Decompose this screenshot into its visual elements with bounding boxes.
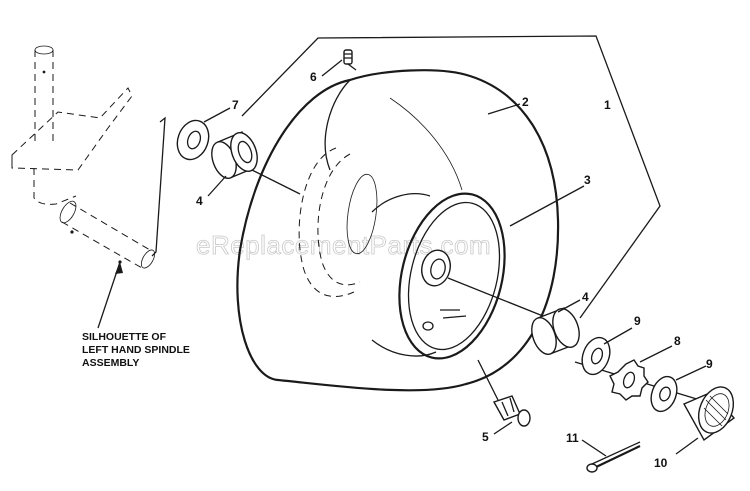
callout-9-top: 9 <box>634 314 641 328</box>
washer-right-2 <box>650 375 678 413</box>
callout-5: 5 <box>482 430 489 444</box>
bearing-left <box>211 131 258 179</box>
bearing-right <box>531 307 580 355</box>
axle-line-right <box>447 277 549 319</box>
callout-1: 1 <box>604 98 611 112</box>
callout-3: 3 <box>584 173 591 187</box>
washer-left <box>176 119 210 161</box>
leader-lines <box>203 59 707 457</box>
cotter-pin <box>586 441 641 473</box>
wheel-rim <box>371 192 506 360</box>
caption-line-2: LEFT HAND SPINDLE <box>82 344 190 356</box>
callout-9-bottom: 9 <box>706 357 713 371</box>
assembly-frame <box>241 35 661 319</box>
valve-top <box>343 49 357 71</box>
caption-line-1: SILHOUETTE OF <box>82 331 167 343</box>
callout-4-top: 4 <box>196 194 203 208</box>
rim-back <box>298 147 378 298</box>
callout-6: 6 <box>310 70 317 84</box>
valve-stem <box>477 359 531 427</box>
callout-11: 11 <box>566 431 579 445</box>
spindle-silhouette <box>11 45 156 269</box>
hub-cap <box>683 386 736 442</box>
left-bracket <box>151 116 166 257</box>
callout-4-bottom: 4 <box>582 290 589 304</box>
washer-right-1 <box>581 336 611 376</box>
callout-2: 2 <box>522 95 529 109</box>
tire <box>236 69 560 392</box>
callout-7: 7 <box>232 98 239 112</box>
axle-line-left <box>251 169 301 195</box>
caption-line-3: ASSEMBLY <box>82 357 139 369</box>
callout-8: 8 <box>674 334 681 348</box>
star-washer <box>609 359 649 401</box>
callout-10: 10 <box>654 456 668 470</box>
